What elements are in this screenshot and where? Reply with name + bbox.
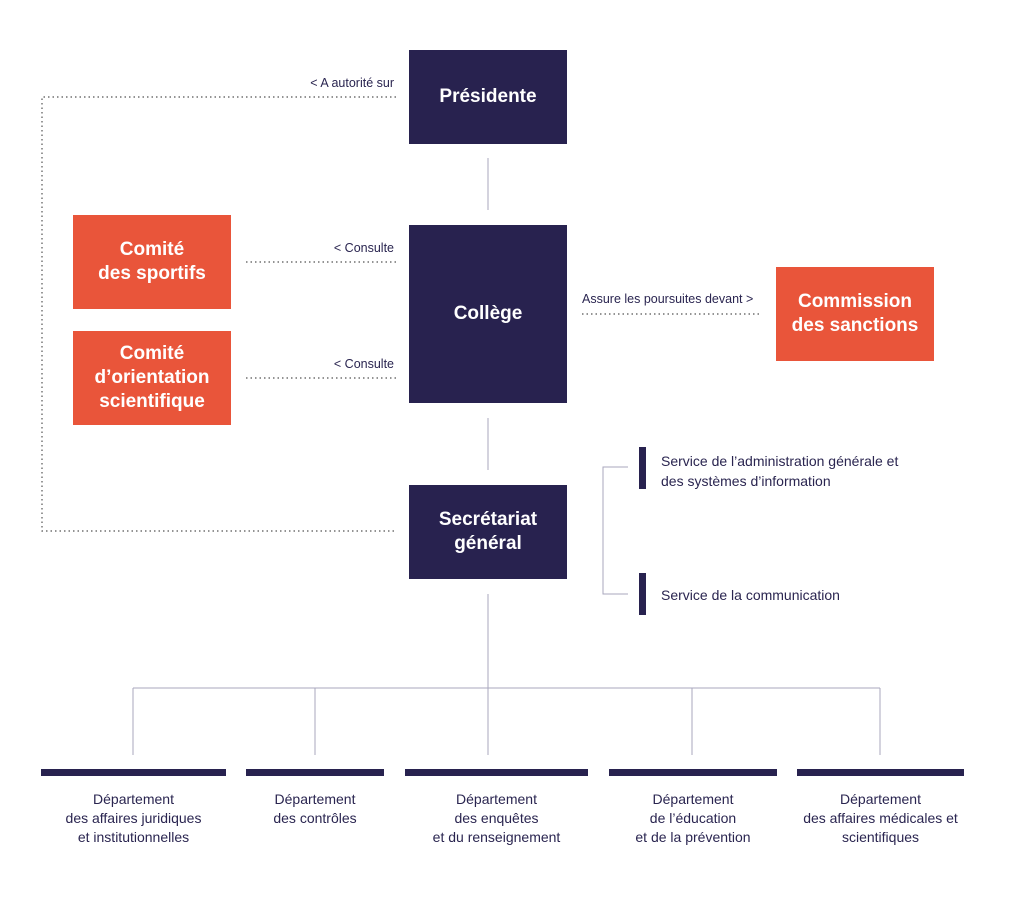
- department-5-line2: des affaires médicales et: [803, 809, 958, 826]
- node-comite-orientation-line1: Comité: [119, 343, 185, 365]
- node-commission-line2: des sanctions: [791, 315, 919, 336]
- autorite-dotted-line: [41, 96, 396, 532]
- department-controles: Département des contrôles: [246, 790, 384, 828]
- service-administration-line1: Service de l’administration générale et: [661, 453, 899, 469]
- node-comite-sportifs: Comité des sportifs: [73, 215, 231, 309]
- department-1-line3: et institutionnelles: [77, 828, 190, 845]
- department-4-line3: et de la prévention: [635, 828, 751, 845]
- department-3-line3: et du renseignement: [432, 828, 561, 845]
- service-administration-line2: des systèmes d’information: [661, 473, 831, 490]
- department-affaires-juridiques: Département des affaires juridiques et i…: [41, 790, 226, 847]
- node-secretariat-label-line2: général: [454, 533, 522, 554]
- node-commission-line1: Commission: [797, 291, 913, 313]
- department-1-line2: des affaires juridiques: [65, 809, 202, 826]
- services-bracket: [602, 466, 628, 595]
- node-comite-orientation: Comité d’orientation scientifique: [73, 331, 231, 425]
- department-bar-5: [797, 769, 964, 776]
- department-2-line2: des contrôles: [273, 809, 357, 826]
- department-5-line1: Département: [840, 791, 921, 807]
- department-1-line1: Département: [93, 791, 174, 807]
- department-bar-1: [41, 769, 226, 776]
- node-commission-sanctions: Commission des sanctions: [776, 267, 934, 361]
- label-poursuites: Assure les poursuites devant >: [582, 292, 754, 306]
- service-administration: Service de l’administration générale et …: [661, 451, 898, 492]
- department-3-line2: des enquêtes: [454, 809, 539, 826]
- node-comite-sportifs-line1: Comité: [119, 239, 185, 261]
- node-presidente-label: Présidente: [439, 86, 537, 108]
- department-4-line1: Département: [652, 791, 734, 807]
- service-marker-2: [639, 573, 646, 615]
- service-communication-line1: Service de la communication: [661, 587, 840, 603]
- department-4-line2: de l’éducation: [649, 809, 737, 826]
- department-affaires-medicales: Département des affaires médicales et sc…: [790, 790, 971, 847]
- department-enquetes: Département des enquêtes et du renseigne…: [405, 790, 588, 847]
- service-marker-1: [639, 447, 646, 489]
- node-presidente: Présidente: [409, 50, 567, 144]
- department-bar-4: [609, 769, 777, 776]
- node-college: Collège: [409, 225, 567, 403]
- node-comite-sportifs-line2: des sportifs: [98, 263, 206, 284]
- node-comite-orientation-line2: d’orientation: [94, 367, 210, 389]
- node-college-label: Collège: [453, 303, 523, 325]
- node-secretariat-label-line1: Secrétariat: [438, 509, 538, 531]
- department-bar-3: [405, 769, 588, 776]
- department-2-line1: Département: [274, 791, 356, 807]
- node-comite-orientation-line3: scientifique: [99, 390, 205, 412]
- node-secretariat-general: Secrétariat général: [409, 485, 567, 579]
- label-autorite: < A autorité sur: [310, 76, 394, 90]
- department-bar-2: [246, 769, 384, 776]
- label-consulte-2: < Consulte: [333, 357, 394, 371]
- department-5-line3: scientifiques: [841, 828, 920, 845]
- department-education: Département de l’éducation et de la prév…: [609, 790, 777, 847]
- service-communication: Service de la communication: [661, 585, 840, 605]
- label-consulte-1: < Consulte: [333, 241, 394, 255]
- department-3-line1: Département: [456, 791, 537, 807]
